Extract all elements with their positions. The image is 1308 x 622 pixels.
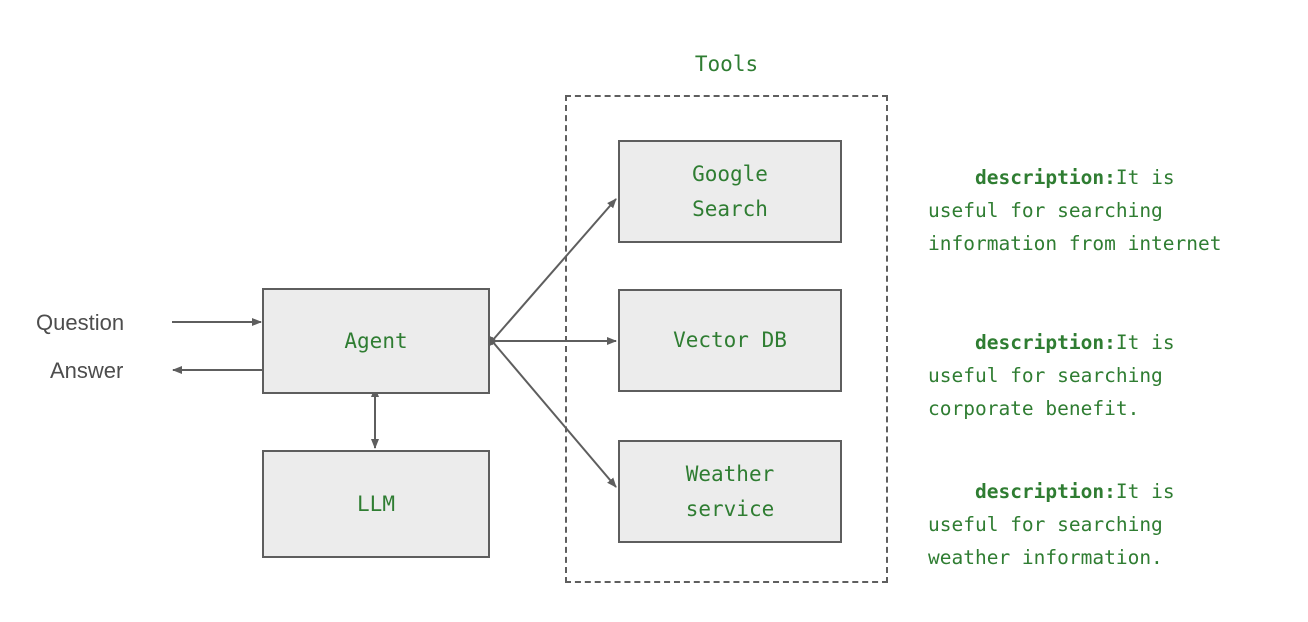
tools-group-title: Tools <box>694 52 759 76</box>
description-vector-db: description:It is useful for searching c… <box>928 293 1238 458</box>
node-vector-db[interactable]: Vector DB <box>618 289 842 392</box>
answer-label: Answer <box>50 358 124 383</box>
description-text: It is useful for searching information f… <box>928 166 1222 255</box>
question-label: Question <box>36 310 125 335</box>
node-agent[interactable]: Agent <box>262 288 490 394</box>
node-google-search[interactable]: Google Search <box>618 140 842 243</box>
description-google-search: description:It is useful for searching i… <box>928 128 1238 293</box>
description-key: description: <box>974 331 1116 354</box>
tools-group-boundary <box>565 95 888 583</box>
description-text: It is useful for searching corporate ben… <box>928 331 1187 420</box>
description-key: description: <box>974 166 1116 189</box>
node-llm[interactable]: LLM <box>262 450 490 558</box>
description-key: description: <box>974 480 1116 503</box>
node-weather-service[interactable]: Weather service <box>618 440 842 543</box>
description-weather-service: description:It is useful for searching w… <box>928 442 1238 607</box>
description-text: It is useful for searching weather infor… <box>928 480 1187 569</box>
